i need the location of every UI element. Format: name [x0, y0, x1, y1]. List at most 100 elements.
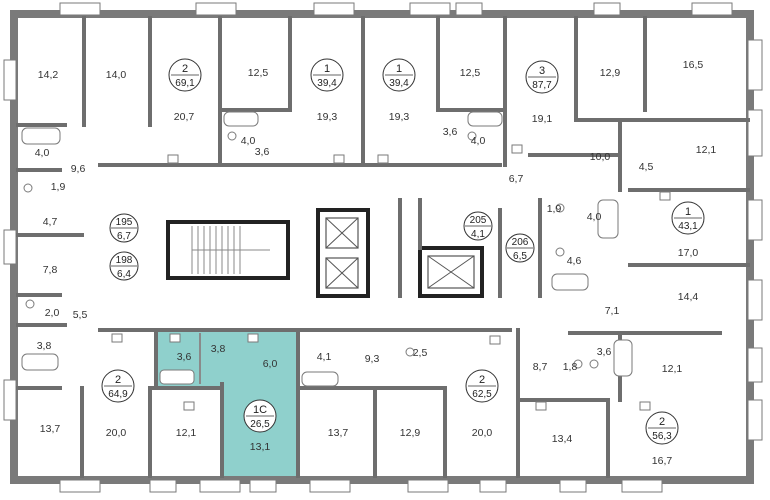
- room-area-label: 3,6: [597, 346, 612, 358]
- room-area-label: 14,2: [38, 69, 59, 81]
- room-area-label: 13,4: [552, 433, 573, 445]
- storage-badge-198[interactable]: 198 6,4: [109, 251, 139, 281]
- apartment-badge-1c-26[interactable]: 1С 26,5: [243, 399, 277, 433]
- storage-badge-205[interactable]: 205 4,1: [463, 211, 493, 241]
- badge-area: 26,5: [250, 419, 270, 430]
- room-area-label: 20,7: [174, 111, 195, 123]
- apartment-badge-2-64[interactable]: 2 64,9: [101, 369, 135, 403]
- room-area-label: 3,8: [37, 340, 52, 352]
- badge-area: 56,3: [652, 431, 672, 442]
- room-area-label: 9,3: [365, 353, 380, 365]
- room-area-label: 4,5: [639, 161, 654, 173]
- room-area-label: 12,5: [248, 67, 269, 79]
- room-area-label: 6,7: [509, 173, 524, 185]
- apartment-badge-1-43[interactable]: 1 43,1: [671, 201, 705, 235]
- room-area-label: 13,7: [40, 423, 61, 435]
- room-area-label: 4,0: [35, 147, 50, 159]
- room-area-label: 4,0: [587, 211, 602, 223]
- room-area-label: 12,1: [176, 427, 197, 439]
- room-area-label: 12,9: [600, 67, 621, 79]
- badge-area: 62,5: [472, 389, 492, 400]
- badge-number: 205: [470, 215, 487, 226]
- apartment-badge-3-87[interactable]: 3 87,7: [525, 60, 559, 94]
- badge-area: 39,4: [317, 78, 337, 89]
- room-area-label: 20,0: [472, 427, 493, 439]
- room-area-label: 3,6: [177, 351, 192, 363]
- stair-core: [166, 220, 290, 280]
- storage-badge-195[interactable]: 195 6,7: [109, 213, 139, 243]
- room-area-label: 13,7: [328, 427, 349, 439]
- room-area-label: 14,4: [678, 291, 699, 303]
- badge-number: 195: [116, 217, 133, 228]
- badge-area: 6,7: [117, 231, 131, 242]
- room-area-label: 5,5: [73, 309, 88, 321]
- apartment-badge-2-56[interactable]: 2 56,3: [645, 411, 679, 445]
- badge-rooms: 1С: [253, 404, 267, 416]
- apartment-badge-1-39a[interactable]: 1 39,4: [310, 58, 344, 92]
- windows-bottom: [59, 479, 663, 493]
- room-area-label: 1,8: [563, 361, 578, 373]
- room-area-label: 4,0: [471, 135, 486, 147]
- room-area-label: 17,0: [678, 247, 699, 259]
- badge-area: 64,9: [108, 389, 128, 400]
- badge-rooms: 2: [479, 374, 485, 386]
- badge-rooms: 2: [115, 374, 121, 386]
- windows-top: [59, 2, 733, 16]
- badge-area: 87,7: [532, 80, 552, 91]
- badge-rooms: 1: [685, 206, 691, 218]
- badge-area: 4,1: [471, 229, 485, 240]
- badge-rooms: 1: [396, 63, 402, 75]
- top-partition-walls: [16, 16, 750, 192]
- badge-number: 206: [512, 237, 529, 248]
- badge-rooms: 3: [539, 65, 545, 77]
- room-area-label: 2,0: [45, 307, 60, 319]
- room-area-label: 12,1: [696, 144, 717, 156]
- room-area-label: 12,5: [460, 67, 481, 79]
- room-area-label: 3,8: [211, 343, 226, 355]
- badge-rooms: 1: [324, 63, 330, 75]
- apartment-badge-2-62[interactable]: 2 62,5: [465, 369, 499, 403]
- room-area-label: 4,0: [241, 135, 256, 147]
- apartment-badge-1-39b[interactable]: 1 39,4: [382, 58, 416, 92]
- room-area-label: 4,7: [43, 216, 58, 228]
- room-area-label: 19,3: [389, 111, 410, 123]
- room-area-label: 12,9: [400, 427, 421, 439]
- badge-area: 69,1: [175, 78, 195, 89]
- badge-number: 198: [116, 255, 133, 266]
- room-area-label: 8,7: [533, 361, 548, 373]
- room-area-label: 6,0: [263, 358, 278, 370]
- room-area-label: 14,0: [106, 69, 127, 81]
- badge-area: 6,4: [117, 269, 131, 280]
- room-area-label: 20,0: [106, 427, 127, 439]
- badge-area: 6,5: [513, 251, 527, 262]
- room-area-label: 10,0: [590, 151, 611, 163]
- room-area-label: 4,1: [317, 351, 332, 363]
- room-area-label: 3,6: [255, 146, 270, 158]
- storage-badge-206[interactable]: 206 6,5: [505, 233, 535, 263]
- room-area-label: 1,9: [547, 203, 562, 215]
- room-area-label: 19,3: [317, 111, 338, 123]
- outer-walls: [10, 10, 754, 484]
- room-area-labels: 14,2 14,0 20,7 12,5 19,3 19,3 12,5 19,1 …: [35, 59, 717, 467]
- room-area-label: 16,7: [652, 455, 673, 467]
- room-area-label: 13,1: [250, 441, 271, 453]
- bathroom-fixtures: [21, 111, 671, 411]
- room-area-label: 1,9: [51, 181, 66, 193]
- room-area-label: 16,5: [683, 59, 704, 71]
- room-area-label: 12,1: [662, 363, 683, 375]
- room-area-label: 9,6: [71, 163, 86, 175]
- badge-rooms: 2: [659, 416, 665, 428]
- windows-sides: [3, 39, 763, 441]
- elevator-shafts: [316, 198, 542, 298]
- room-area-label: 7,8: [43, 264, 58, 276]
- corridor-walls: [16, 153, 750, 390]
- apartment-badge-2-69[interactable]: 2 69,1: [168, 58, 202, 92]
- room-area-label: 7,1: [605, 305, 620, 317]
- room-area-label: 2,5: [413, 347, 428, 359]
- room-area-label: 19,1: [532, 113, 553, 125]
- badge-area: 43,1: [678, 221, 698, 232]
- badge-rooms: 2: [182, 63, 188, 75]
- badge-area: 39,4: [389, 78, 409, 89]
